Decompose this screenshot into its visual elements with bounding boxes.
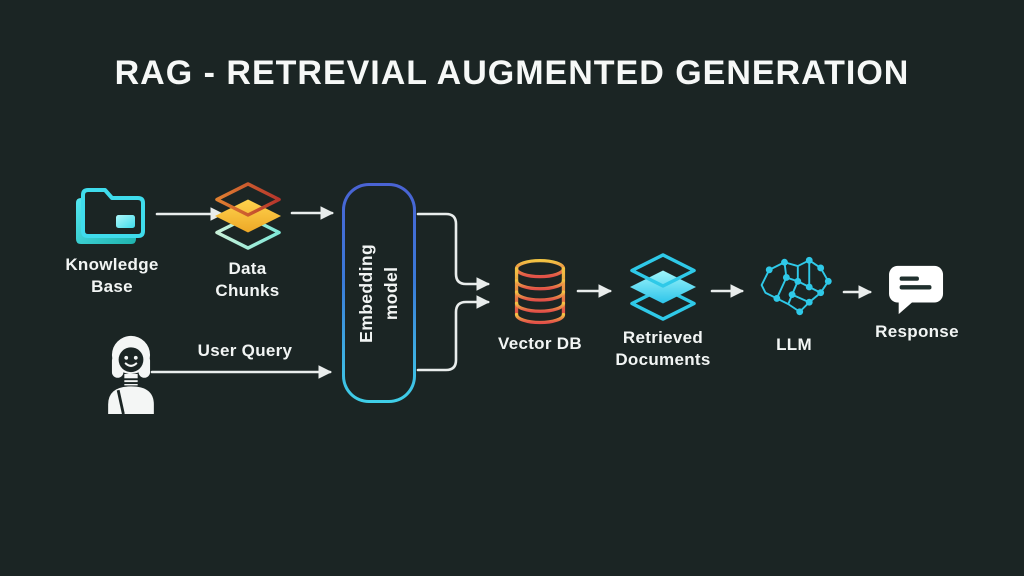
response-label: Response (875, 322, 959, 341)
embedding-model-label: Embedding model (355, 243, 402, 343)
layers-icon (629, 253, 697, 321)
node-retrieved-documents: Retrieved Documents (612, 253, 714, 371)
vector-db-label: Vector DB (498, 334, 582, 353)
page-title: RAG - RETREVIAL AUGMENTED GENERATION (114, 54, 910, 92)
brain-network-icon (760, 256, 832, 316)
database-icon (514, 259, 566, 325)
retrieved-documents-label: Retrieved Documents (615, 328, 711, 369)
node-vector-db: Vector DB (495, 258, 585, 355)
folder-stack-icon (76, 188, 145, 244)
node-embedding-model: Embedding model (342, 183, 416, 403)
speech-bubble-icon (889, 265, 944, 315)
connector-embedding-top-to-vectordb (416, 212, 491, 291)
node-user (96, 334, 166, 414)
embedding-model-box: Embedding model (345, 186, 413, 400)
knowledge-base-label: Knowledge Base (65, 255, 159, 296)
node-data-chunks: Data Chunks (195, 182, 300, 302)
llm-label: LLM (776, 335, 812, 354)
node-response: Response (875, 262, 959, 343)
layers-icon (214, 182, 281, 250)
user-query-label: User Query (197, 341, 293, 360)
connector-embedding-bottom-to-vectordb (416, 295, 491, 372)
node-knowledge-base: Knowledge Base (52, 180, 172, 298)
data-chunks-label: Data Chunks (215, 259, 280, 300)
node-llm: LLM (750, 252, 838, 356)
person-icon (108, 335, 154, 414)
